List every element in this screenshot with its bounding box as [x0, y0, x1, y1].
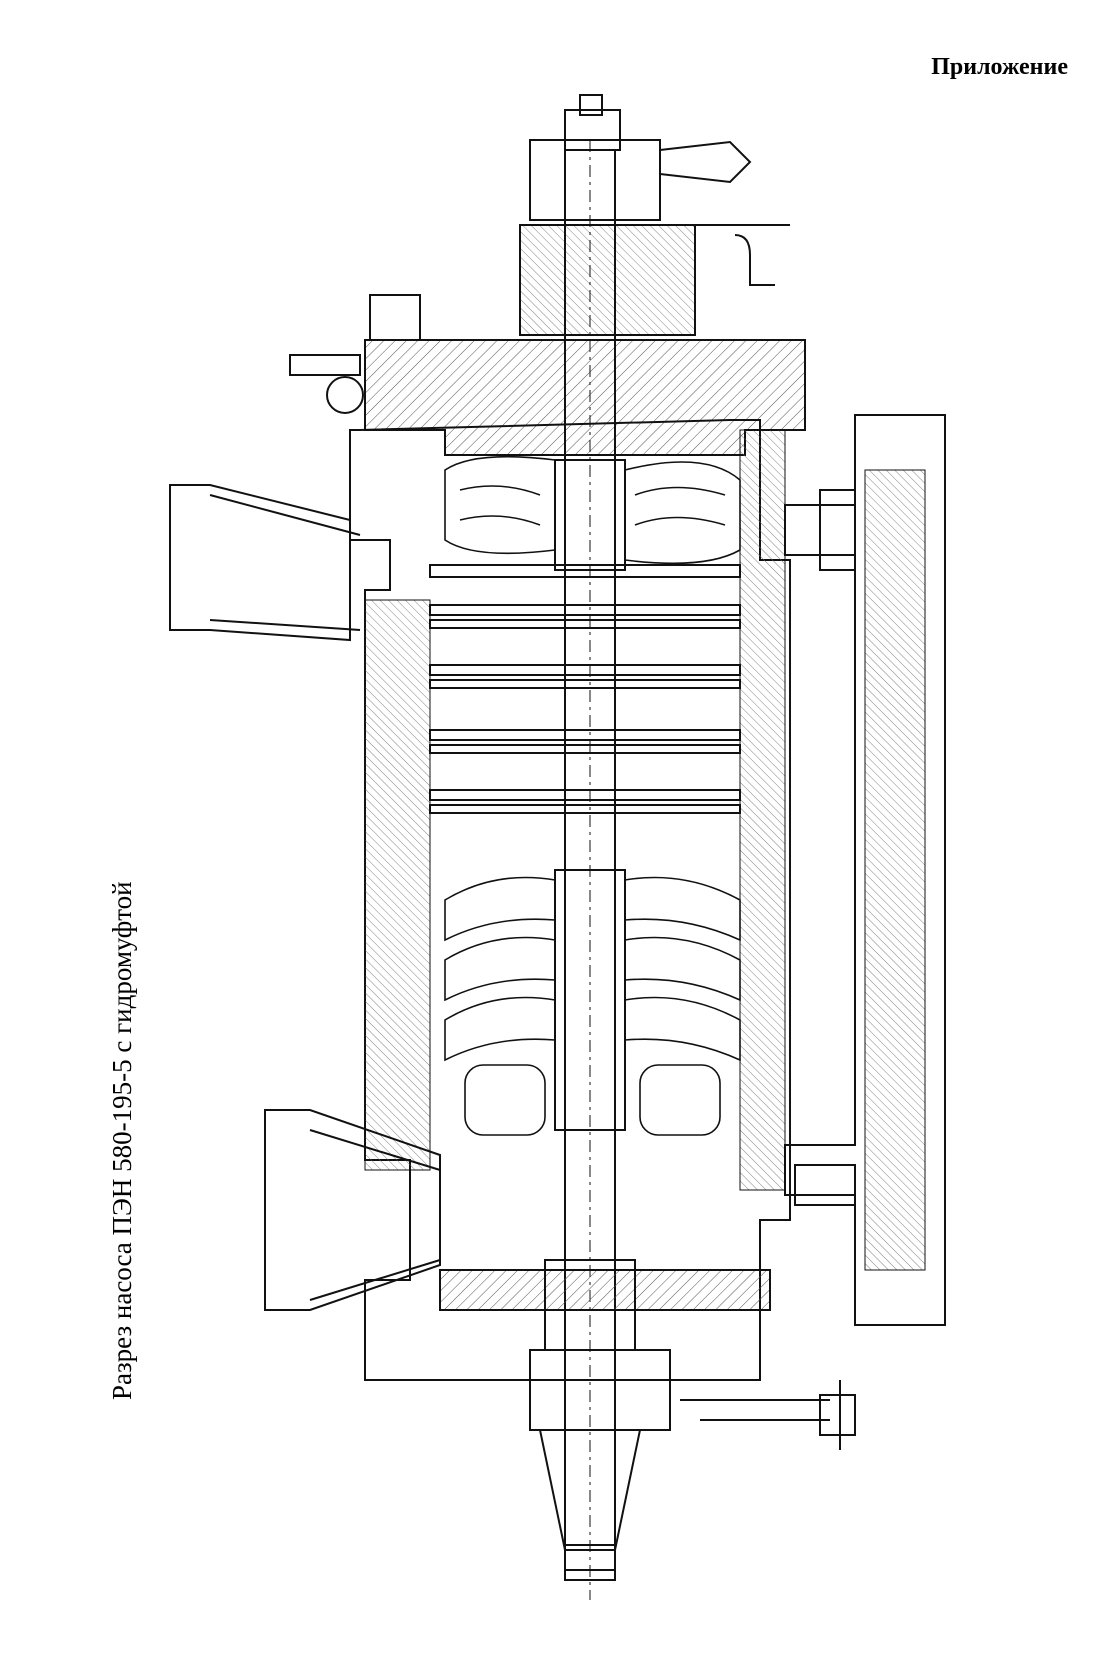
pump-casing — [349, 419, 791, 1381]
diaphragm-plates — [429, 564, 741, 814]
appendix-heading: Приложение — [931, 54, 1068, 80]
impeller-stages — [444, 876, 741, 1136]
base-frame — [784, 414, 946, 1326]
suction-nozzle — [264, 1109, 441, 1311]
upper-impeller — [444, 455, 741, 565]
top-bearing-housing — [519, 94, 790, 336]
discharge-nozzle — [169, 484, 361, 642]
lower-bearing-assembly — [439, 1259, 856, 1571]
